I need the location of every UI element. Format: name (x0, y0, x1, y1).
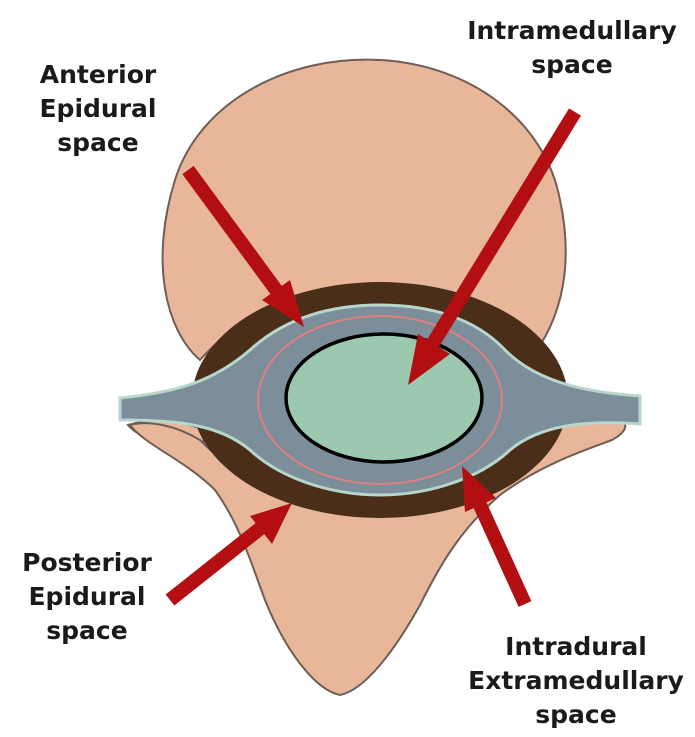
label-intradural-line-2: Extramedullary (458, 664, 694, 698)
label-intradural-line-1: Intradural (458, 630, 694, 664)
label-anterior-line-3: space (18, 126, 178, 160)
label-posterior-epidural-space: Posterior Epidural space (2, 546, 172, 648)
label-anterior-line-2: Epidural (18, 92, 178, 126)
label-intradural-line-3: space (458, 698, 694, 732)
spinal-cord (286, 334, 482, 462)
label-anterior-epidural-space: Anterior Epidural space (18, 58, 178, 160)
label-posterior-line-1: Posterior (2, 546, 172, 580)
label-intramedullary-space: Intramedullary space (452, 14, 692, 82)
label-intramedullary-line-2: space (452, 48, 692, 82)
label-intramedullary-line-1: Intramedullary (452, 14, 692, 48)
label-posterior-line-2: Epidural (2, 580, 172, 614)
label-intradural-extramedullary-space: Intradural Extramedullary space (458, 630, 694, 732)
label-anterior-line-1: Anterior (18, 58, 178, 92)
label-posterior-line-3: space (2, 614, 172, 648)
